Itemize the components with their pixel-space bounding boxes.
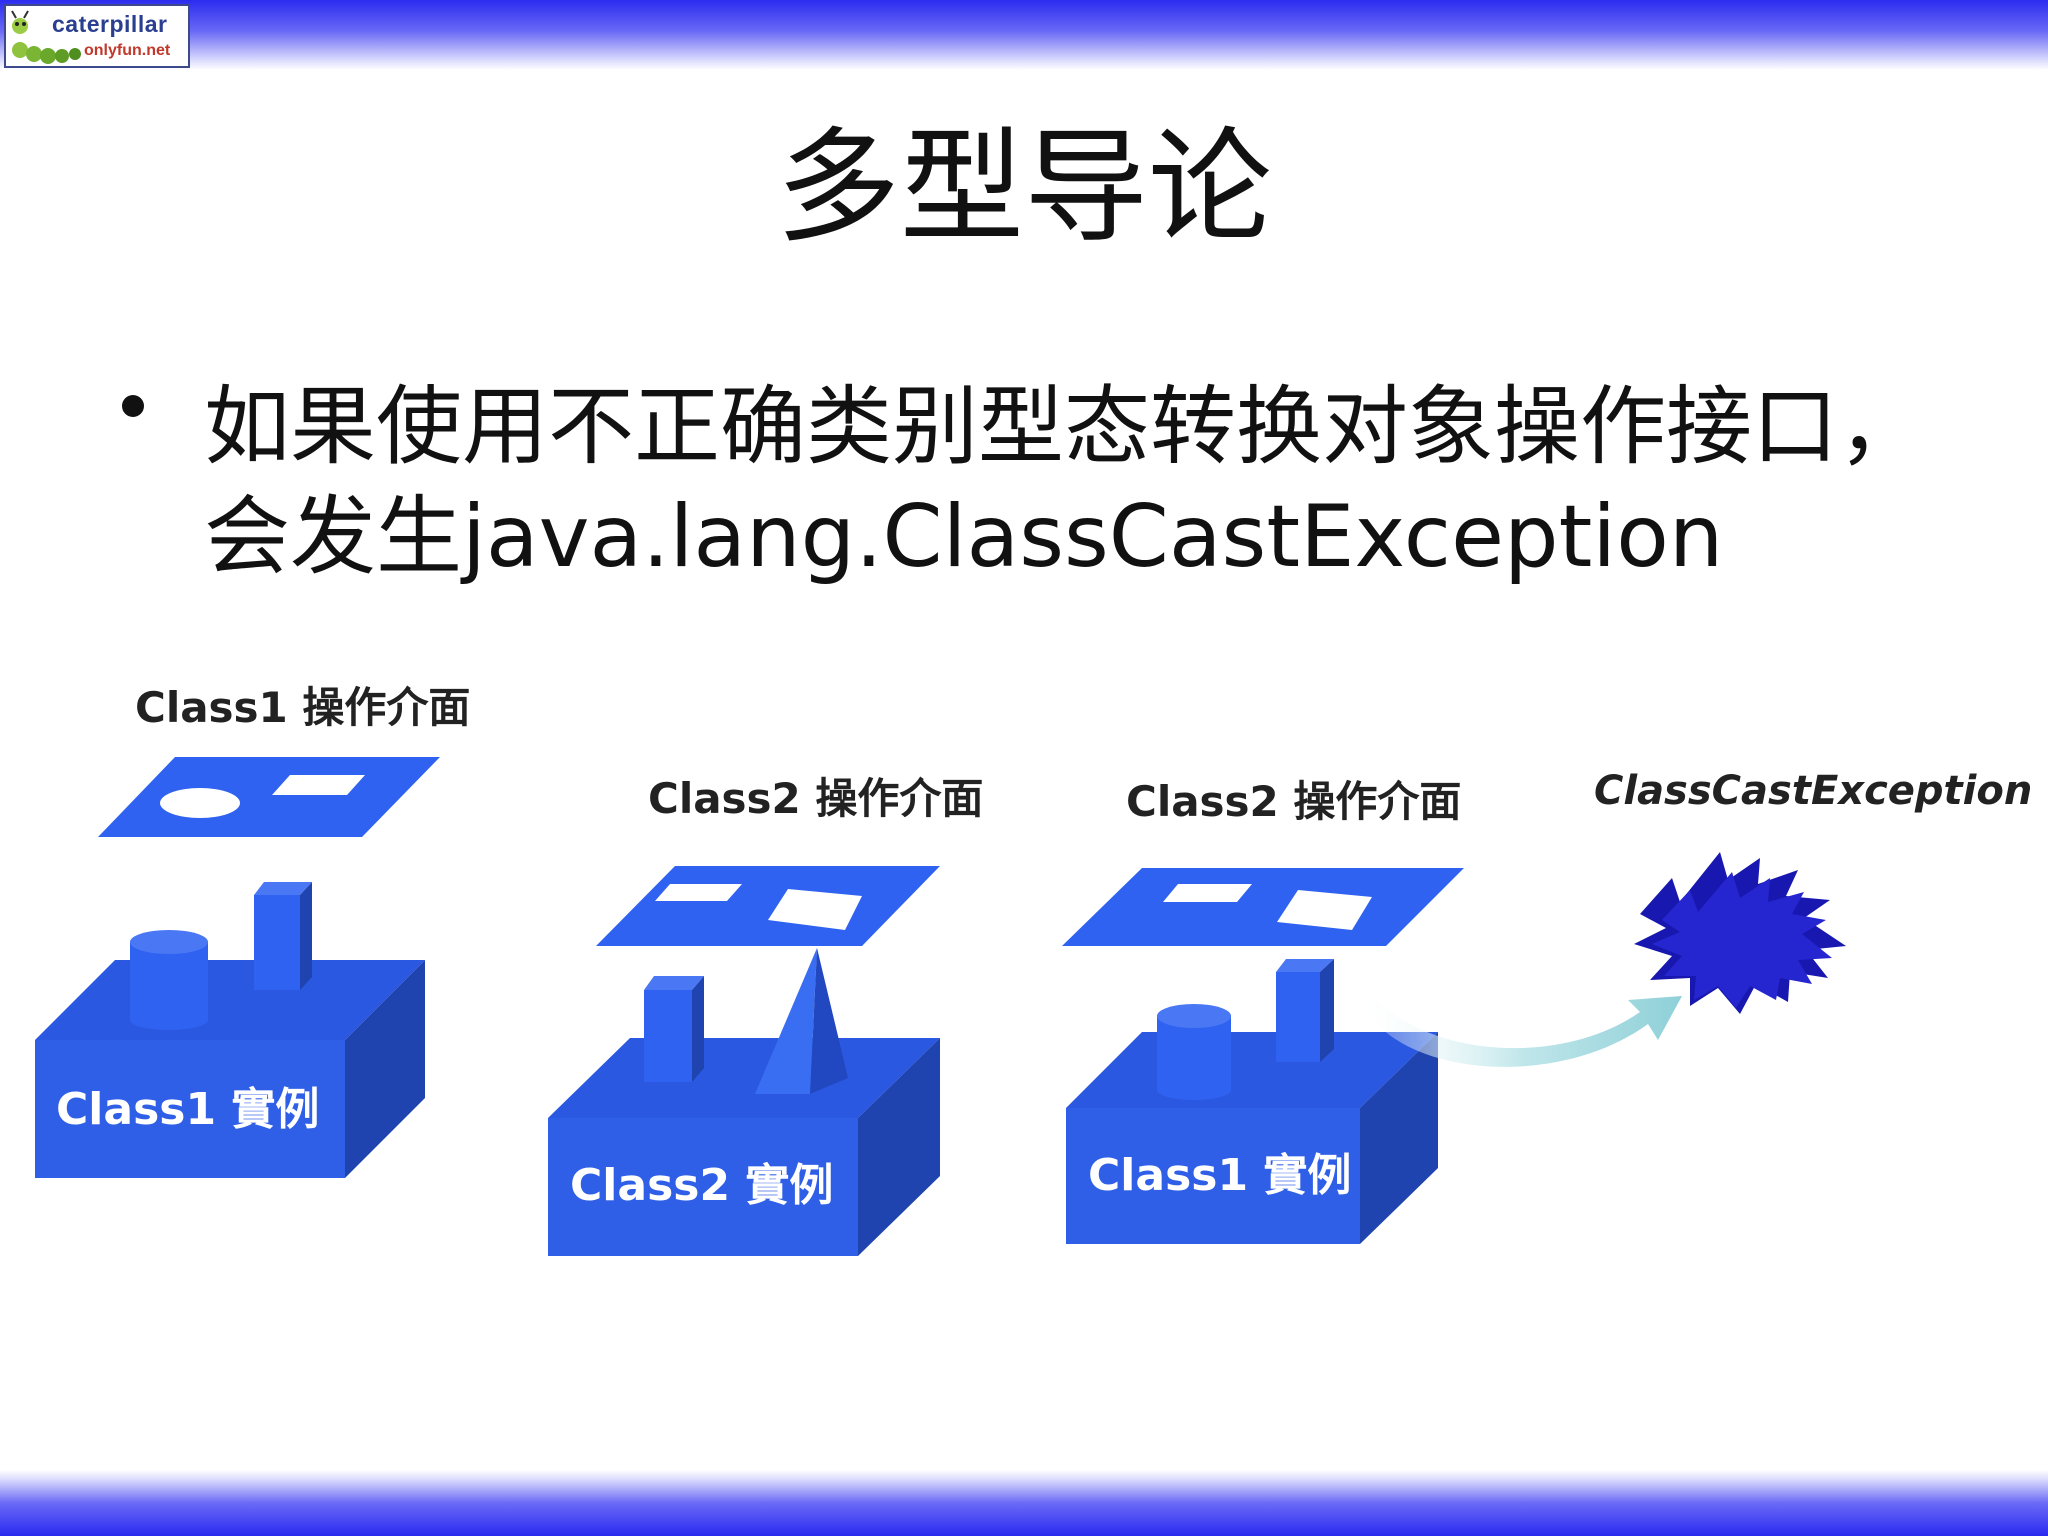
panel2: Class2 操作介面 Class2 實例	[548, 774, 983, 1256]
panel2-pyramid-front	[755, 948, 817, 1094]
panel3-instance-label: Class1 實例	[1088, 1150, 1351, 1201]
panel3-interface-plate	[1062, 868, 1464, 946]
panel1-block-top	[254, 882, 312, 895]
caterpillar-icon	[11, 10, 81, 64]
panel3-block-side	[1320, 959, 1334, 1062]
panel3: Class2 操作介面 Class1 實例	[1062, 777, 1464, 1244]
panel2-pyramid-side	[810, 948, 848, 1094]
panel3-square-slot-right	[1277, 890, 1372, 930]
top-banner-band	[0, 0, 2048, 70]
logo-text-onlyfun: onlyfun.net	[84, 42, 171, 59]
panel1-interface-plate	[98, 757, 440, 837]
panel2-interface-plate	[596, 866, 940, 946]
bullet-text: 如果使用不正确类别型态转换对象操作接口，会发生java.lang.ClassCa…	[204, 377, 1924, 587]
exception-starburst-front	[1652, 872, 1832, 1008]
panel1-square-slot	[272, 775, 365, 795]
panel3-box-front	[1066, 1108, 1360, 1244]
bottom-banner-band	[0, 1470, 2048, 1536]
panel1-cylinder-body	[130, 942, 208, 1020]
panel1-instance-label: Class1 實例	[56, 1084, 319, 1135]
panel2-square-slot-left	[655, 884, 742, 901]
failure-arrow	[1366, 988, 1682, 1067]
panel1: Class1 操作介面 Class1 實例	[35, 683, 470, 1178]
panel2-block-side	[692, 976, 704, 1082]
panel1-circle-slot	[160, 788, 240, 818]
slide-title: 多型导论	[775, 116, 1272, 260]
panel2-block-top	[644, 976, 704, 990]
panel3-block-top	[1276, 959, 1334, 972]
panel2-square-slot-right	[768, 889, 862, 930]
diagram-svg: Class1 操作介面 Class1 實例 Class2 操作介面	[35, 683, 2032, 1256]
panel2-box-front	[548, 1118, 858, 1256]
panel3-block-front	[1276, 972, 1320, 1062]
panel2-instance-label: Class2 實例	[570, 1160, 833, 1211]
exception-group: ClassCastException	[1594, 768, 2032, 1014]
panel1-interface-label: Class1 操作介面	[135, 683, 470, 732]
panel2-interface-label: Class2 操作介面	[648, 774, 983, 823]
panel3-square-slot-left	[1163, 884, 1252, 902]
panel1-block-side	[300, 882, 312, 990]
panel1-box-front	[35, 1040, 345, 1178]
panel1-cylinder-bottom	[130, 1010, 208, 1030]
panel1-cylinder-top	[130, 930, 208, 954]
panel2-box-side	[858, 1038, 940, 1256]
panel3-cylinder-bottom	[1157, 1080, 1231, 1100]
panel1-box-side	[345, 960, 425, 1178]
panel1-block-front	[254, 895, 300, 990]
panel3-cylinder-body	[1157, 1016, 1231, 1090]
panel2-block-front	[644, 990, 692, 1082]
logo-text-caterpillar: caterpillar	[52, 11, 168, 37]
caterpillar-logo: caterpillar onlyfun.net	[4, 4, 190, 68]
polymorphism-diagram: Class1 操作介面 Class1 實例 Class2 操作介面	[0, 640, 2048, 1300]
panel3-box-side	[1360, 1032, 1438, 1244]
panel3-cylinder-top	[1157, 1004, 1231, 1028]
exception-label: ClassCastException	[1594, 768, 2032, 814]
bullet-marker	[122, 395, 144, 417]
panel3-interface-label: Class2 操作介面	[1126, 777, 1461, 826]
